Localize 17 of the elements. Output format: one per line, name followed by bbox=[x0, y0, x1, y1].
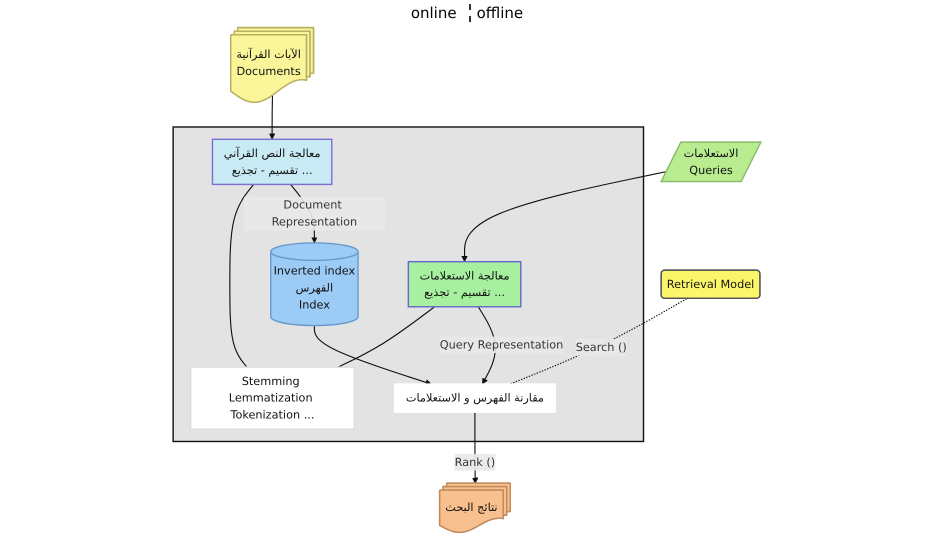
node-box: معالجة الاستعلامات تقسيم - تجذيع ... bbox=[408, 260, 522, 308]
arrow bbox=[269, 96, 276, 140]
arrow bbox=[314, 326, 432, 386]
edge-label: Query Representation bbox=[440, 338, 564, 352]
node-box: مقارنة الفهرس و الاستعلامات bbox=[394, 383, 556, 413]
node-box: Stemming Lemmatization Tokenization ... bbox=[190, 366, 355, 430]
node-box: معالجة النص القرآني تقسيم - تجذيع ... bbox=[212, 138, 332, 186]
connector bbox=[229, 184, 254, 368]
edge-label: Search () bbox=[576, 340, 627, 354]
connector bbox=[338, 306, 435, 368]
edge-label: Rank () bbox=[454, 455, 496, 469]
section-label: offline bbox=[468, 4, 530, 22]
connector bbox=[510, 298, 687, 385]
cluster bbox=[172, 126, 644, 442]
edge-label: Document Representation bbox=[272, 198, 358, 228]
arrow bbox=[461, 171, 667, 262]
section-label: online bbox=[410, 4, 458, 22]
